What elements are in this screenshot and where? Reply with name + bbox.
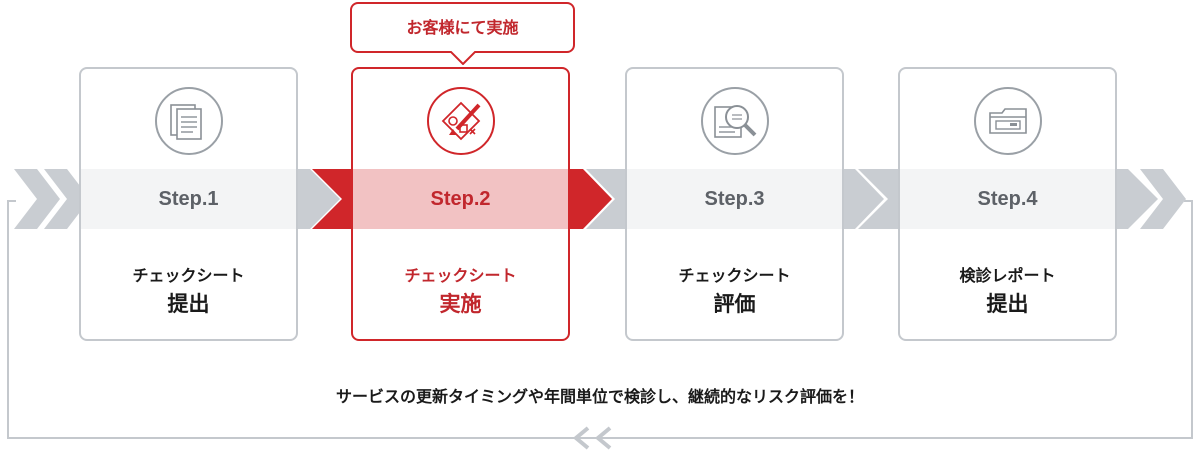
return-chevron-1 xyxy=(572,426,590,450)
pen-checklist-icon xyxy=(426,87,495,155)
step-label: Step.3 xyxy=(704,188,765,210)
step-title-line1: チェックシート xyxy=(404,266,517,285)
callout-pointer xyxy=(450,51,476,65)
step-title-line1: チェックシート xyxy=(132,266,245,285)
customer-callout: お客様にて実施 xyxy=(350,2,575,65)
step-title-line2: 実施 xyxy=(439,292,482,316)
step-card-3: Step.3 チェックシート 評価 xyxy=(625,67,844,341)
step-label: Step.2 xyxy=(430,188,491,210)
magnifier-document-icon xyxy=(700,87,769,155)
step-title-line2: 提出 xyxy=(167,292,210,316)
start-chevron-2 xyxy=(44,169,90,229)
step-card-2: Step.2 チェックシート 実施 xyxy=(351,67,570,341)
step-title-line2: 評価 xyxy=(713,292,756,316)
step-title-line1: チェックシート xyxy=(678,266,791,285)
start-chevron-1 xyxy=(14,169,60,229)
return-chevron-2 xyxy=(594,426,612,450)
step-title-line1: 検診レポート xyxy=(959,266,1056,285)
step-card-1: Step.1 チェックシート 提出 xyxy=(79,67,298,341)
step-title-line2: 提出 xyxy=(986,292,1029,316)
folder-report-icon xyxy=(973,87,1042,155)
documents-icon xyxy=(154,87,223,155)
step-card-4: Step.4 検診レポート 提出 xyxy=(898,67,1117,341)
cycle-message: サービスの更新タイミングや年間単位で検診し、継続的なリスク評価を！ xyxy=(335,387,864,406)
step-label: Step.1 xyxy=(158,188,219,210)
end-chevron xyxy=(1140,169,1186,229)
step-label: Step.4 xyxy=(977,188,1038,210)
callout-text: お客様にて実施 xyxy=(406,18,519,37)
